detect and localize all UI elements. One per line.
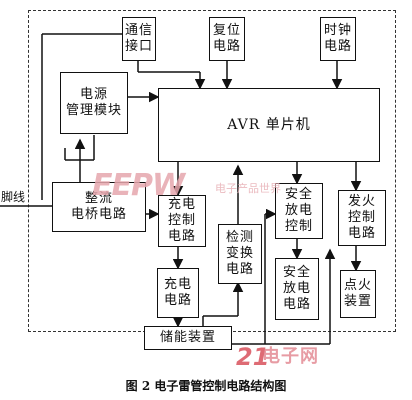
charge-circuit-block: 充电 电路 xyxy=(157,268,199,318)
reset-circuit-block: 复位 电路 xyxy=(209,17,245,61)
power-management-block: 电源 管理模块 xyxy=(60,72,128,134)
fire-control-block: 发火 控制 电路 xyxy=(338,190,386,246)
detection-conversion-block: 检测 变换 电路 xyxy=(218,224,262,284)
clock-circuit-block: 时钟 电路 xyxy=(320,17,356,61)
fire-control-label: 发火 控制 电路 xyxy=(347,194,376,241)
eepw-watermark: EEPW xyxy=(92,168,185,203)
avr-mcu-block: AVR 单片机 xyxy=(158,88,380,162)
detection-conversion-label: 检测 变换 电路 xyxy=(225,230,254,277)
power-management-label: 电源 管理模块 xyxy=(65,87,122,118)
reset-circuit-label: 复位 电路 xyxy=(212,23,241,54)
energy-storage-label: 储能装置 xyxy=(159,330,216,345)
charge-control-block: 充电 控制 电路 xyxy=(158,195,206,247)
comm-interface-label: 通信 接口 xyxy=(124,23,153,54)
rectifier-bridge-block: 整流 电桥电路 xyxy=(52,182,146,232)
ignition-device-label: 点火 装置 xyxy=(343,278,372,309)
avr-mcu-label: AVR 单片机 xyxy=(227,117,311,133)
safe-discharge-circuit-block: 安全 放电 电路 xyxy=(275,258,319,320)
comm-interface-block: 通信 接口 xyxy=(122,17,156,61)
lead-wire-label: 脚线 xyxy=(1,190,26,204)
clock-circuit-label: 时钟 电路 xyxy=(323,23,352,54)
charge-control-label: 充电 控制 电路 xyxy=(167,197,196,244)
eepw-watermark-subtitle: 电子产品世界 xyxy=(215,182,281,195)
energy-storage-block: 储能装置 xyxy=(144,326,232,350)
safe-discharge-control-label: 安全 放电 控制 xyxy=(284,187,313,234)
safe-discharge-control-block: 安全 放电 控制 xyxy=(275,183,323,239)
figure-caption: 图 2 电子雷管控制电路结构图 xyxy=(125,379,287,393)
ignition-device-block: 点火 装置 xyxy=(340,270,376,318)
site-watermark-text: 电子网 xyxy=(262,346,319,367)
rectifier-bridge-label: 整流 电桥电路 xyxy=(70,191,127,222)
site-watermark-number: 21 xyxy=(236,343,270,371)
charge-circuit-label: 充电 电路 xyxy=(163,277,192,308)
safe-discharge-circuit-label: 安全 放电 电路 xyxy=(282,265,311,312)
